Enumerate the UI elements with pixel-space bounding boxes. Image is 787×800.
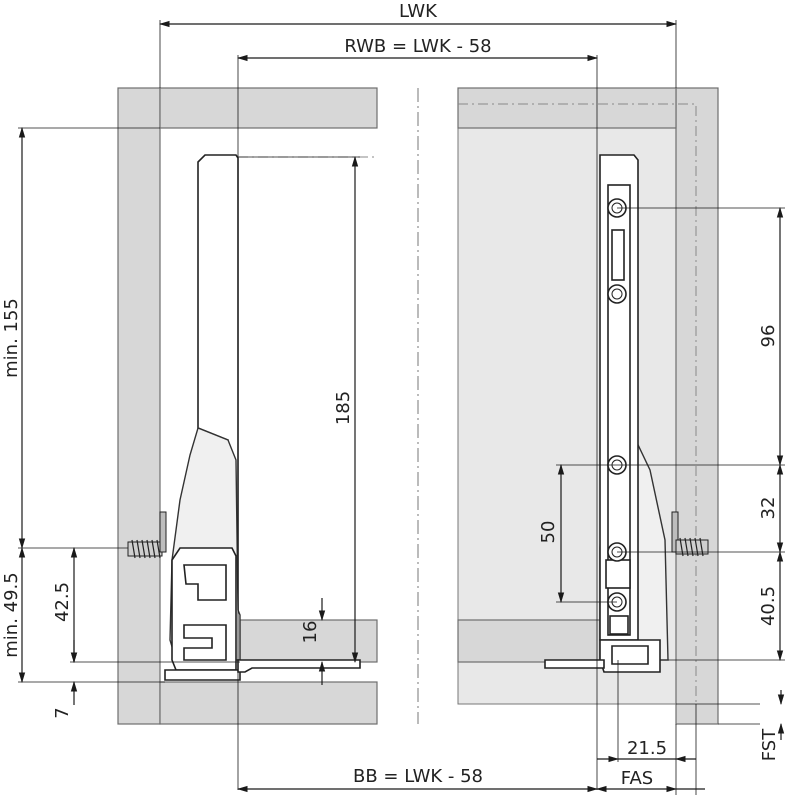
label-7: 7: [52, 707, 73, 718]
dim-32: [617, 463, 785, 554]
right-drawer-bottom: [457, 619, 609, 663]
label-lwk: LWK: [399, 1, 438, 22]
label-96: 96: [758, 325, 779, 348]
left-cabinet-side-panel: [117, 87, 378, 725]
right-screw: [671, 511, 709, 557]
label-fst: FST: [759, 728, 780, 761]
label-min-155: min. 155: [1, 298, 22, 378]
left-screw: [127, 511, 167, 559]
label-rwb: RWB = LWK - 58: [344, 36, 491, 57]
left-drawer-side-profile: [164, 154, 361, 681]
label-50: 50: [538, 521, 559, 544]
label-21-5: 21.5: [627, 738, 667, 759]
dim-40-5: [668, 550, 785, 662]
dim-96: [617, 206, 785, 467]
label-16: 16: [300, 621, 321, 644]
right-fixing-holes: [607, 198, 627, 612]
label-min-49-5: min. 49.5: [1, 572, 22, 657]
dim-lwk: [158, 20, 678, 88]
left-bottom-panel: [159, 681, 378, 725]
dim-fst: [676, 690, 785, 740]
dim-185: [238, 155, 360, 664]
dim-50: [556, 463, 617, 604]
dim-min-155: [18, 126, 160, 550]
label-40-5: 40.5: [758, 586, 779, 626]
label-32: 32: [758, 497, 779, 520]
label-bb: BB = LWK - 58: [353, 766, 483, 787]
label-42-5: 42.5: [52, 582, 73, 622]
label-fas: FAS: [621, 768, 653, 789]
dim-rwb: [236, 54, 599, 790]
dim-21-5: [597, 660, 697, 795]
label-185: 185: [333, 391, 354, 425]
